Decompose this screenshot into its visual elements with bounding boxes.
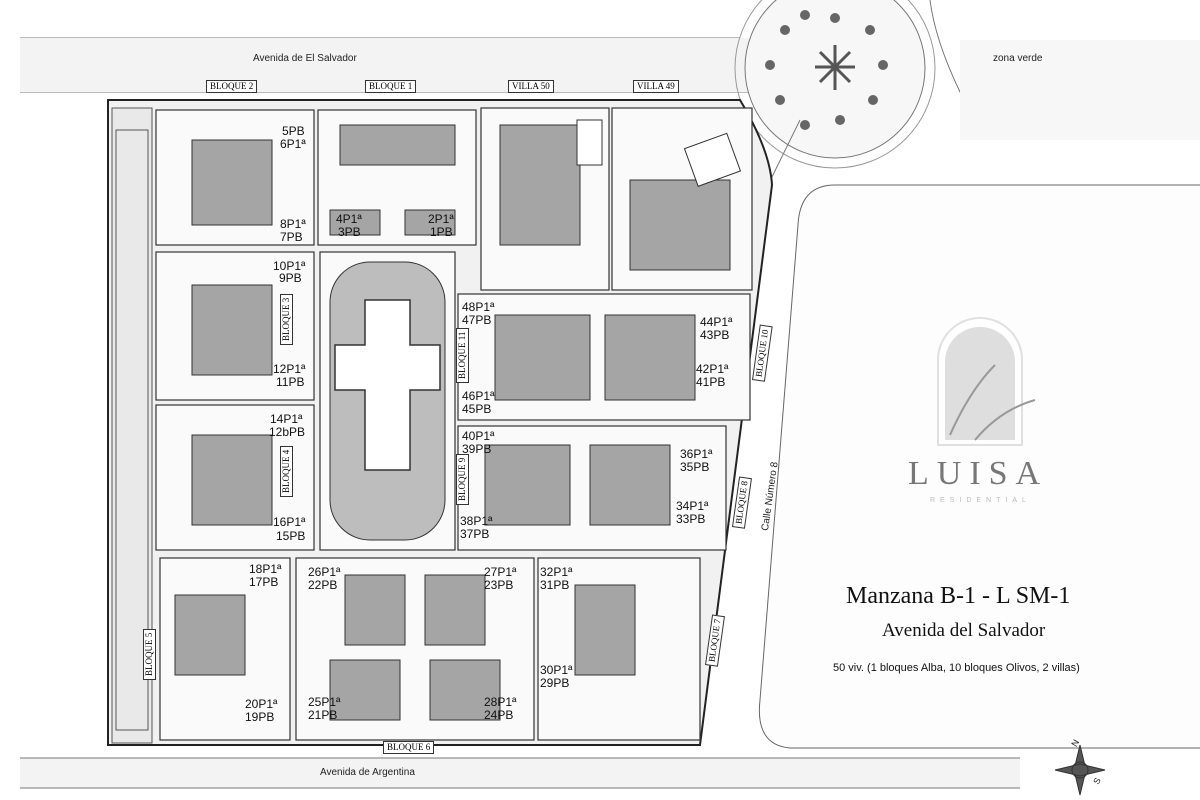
unit-label: 38P1ª: [460, 514, 493, 528]
unit-label: 1PB: [430, 225, 453, 239]
unit-label: 12P1ª: [273, 362, 306, 376]
unit-label: 27P1ª: [484, 565, 517, 579]
unit-label: 26P1ª: [308, 565, 341, 579]
unit-label: 21PB: [308, 708, 338, 722]
unit-label: 23PB: [484, 578, 514, 592]
unit-label: 20P1ª: [245, 697, 278, 711]
block-label: BLOQUE 11: [456, 327, 469, 383]
unit-label: 17PB: [249, 575, 279, 589]
block-label: BLOQUE 3: [280, 293, 293, 345]
unit-label: 16P1ª: [273, 515, 306, 529]
unit-label: 35PB: [680, 460, 710, 474]
unit-label: 32P1ª: [540, 565, 573, 579]
unit-label: 40P1ª: [462, 429, 495, 443]
block-label: BLOQUE 6: [383, 741, 435, 754]
unit-label: 5PB: [282, 124, 305, 138]
logo-tagline: RESIDENTIAL: [930, 497, 1031, 504]
logo-name: LUISA: [908, 455, 1049, 492]
block-label: VILLA 50: [508, 80, 554, 93]
unit-label: 30P1ª: [540, 663, 573, 677]
block-label: VILLA 49: [633, 80, 679, 93]
unit-label: 31PB: [540, 578, 570, 592]
unit-label: 33PB: [676, 512, 706, 526]
unit-label: 47PB: [462, 313, 492, 327]
plan-title: Manzana B-1 - L SM-1: [846, 583, 1071, 609]
unit-label: 48P1ª: [462, 300, 495, 314]
street-south-label: Avenida de Argentina: [320, 767, 415, 778]
unit-label: 22PB: [308, 578, 338, 592]
unit-label: 2P1ª: [428, 212, 454, 226]
green-zone-label: zona verde: [993, 53, 1043, 64]
unit-label: 44P1ª: [700, 315, 733, 329]
block-label: BLOQUE 4: [280, 445, 293, 497]
unit-label: 12bPB: [269, 425, 306, 439]
compass-icon: [1054, 744, 1106, 796]
unit-label: 7PB: [280, 230, 303, 244]
unit-label: 39PB: [462, 442, 492, 456]
unit-label: 6P1ª: [280, 137, 306, 151]
unit-label: 14P1ª: [270, 412, 303, 426]
unit-label: 15PB: [276, 529, 306, 543]
unit-label: 4P1ª: [336, 212, 362, 226]
unit-label: 25P1ª: [308, 695, 341, 709]
unit-label: 37PB: [460, 527, 490, 541]
plan-summary: 50 viv. (1 bloques Alba, 10 bloques Oliv…: [833, 662, 1080, 674]
unit-label: 46P1ª: [462, 389, 495, 403]
block-label: BLOQUE 9: [456, 453, 469, 505]
unit-label: 11PB: [276, 375, 305, 389]
unit-label: 41PB: [696, 375, 726, 389]
unit-label: 19PB: [245, 710, 275, 724]
unit-label: 34P1ª: [676, 499, 709, 513]
unit-label: 45PB: [462, 402, 492, 416]
unit-label: 29PB: [540, 676, 570, 690]
plan-subtitle: Avenida del Salvador: [882, 620, 1046, 641]
block-label: BLOQUE 5: [143, 628, 156, 680]
block-label: BLOQUE 2: [206, 80, 258, 93]
unit-label: 18P1ª: [249, 562, 282, 576]
unit-label: 43PB: [700, 328, 730, 342]
unit-label: 3PB: [338, 225, 361, 239]
unit-label: 24PB: [484, 708, 514, 722]
block-label: BLOQUE 1: [365, 80, 417, 93]
unit-label: 36P1ª: [680, 447, 713, 461]
unit-label: 9PB: [279, 271, 302, 285]
unit-label: 8P1ª: [280, 217, 306, 231]
unit-label: 28P1ª: [484, 695, 517, 709]
street-north-label: Avenida de El Salvador: [253, 53, 357, 64]
unit-label: 10P1ª: [273, 259, 306, 273]
unit-label: 42P1ª: [696, 362, 729, 376]
